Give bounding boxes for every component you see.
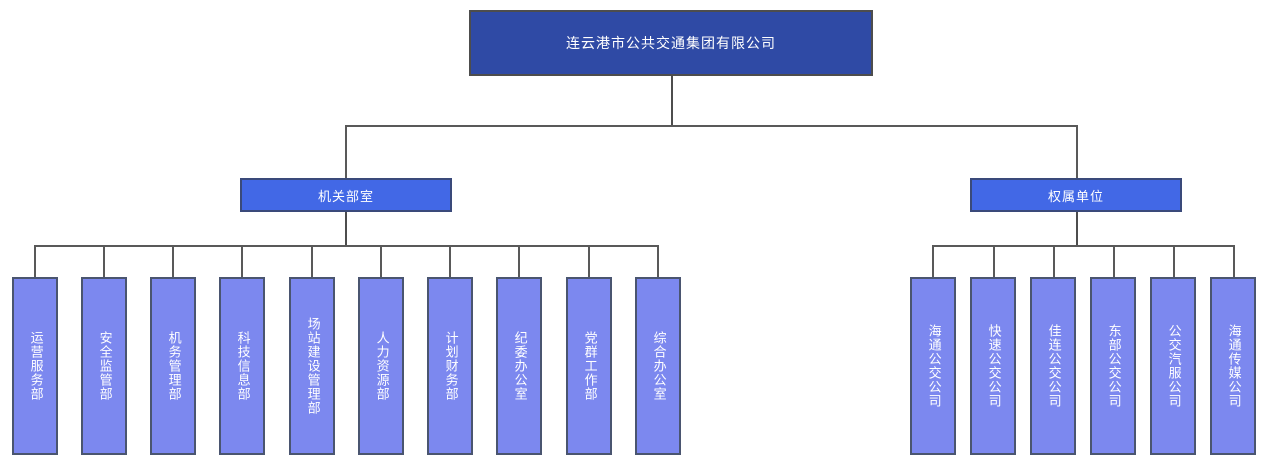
connector-drop-leaf-2 — [103, 245, 105, 277]
node-leaf-1[interactable]: 运营服务部 — [12, 277, 58, 455]
node-leaf-9-label: 党群工作部 — [581, 331, 597, 401]
node-leaf-12-label: 快速公交公司 — [985, 324, 1001, 408]
connector-drop-leaf-6 — [380, 245, 382, 277]
node-group-subsidiary-units[interactable]: 权属单位 — [970, 178, 1182, 212]
connector-drop-leaf-10 — [657, 245, 659, 277]
node-leaf-7-label: 计划财务部 — [442, 331, 458, 401]
node-group-agency-departments[interactable]: 机关部室 — [240, 178, 452, 212]
node-root-label: 连云港市公共交通集团有限公司 — [566, 36, 776, 52]
node-leaf-16-label: 海通传媒公司 — [1225, 324, 1241, 408]
connector-drop-leaf-7 — [449, 245, 451, 277]
connector-drop-leaf-1 — [34, 245, 36, 277]
node-leaf-5[interactable]: 场站建设管理部 — [289, 277, 335, 455]
node-leaf-11-label: 海通公交公司 — [925, 324, 941, 408]
node-leaf-6[interactable]: 人力资源部 — [358, 277, 404, 455]
node-leaf-6-label: 人力资源部 — [373, 331, 389, 401]
node-group-agency-departments-label: 机关部室 — [317, 189, 374, 205]
connector-drop-leaf-14 — [1113, 245, 1115, 277]
node-leaf-13[interactable]: 佳连公交公司 — [1030, 277, 1076, 455]
node-leaf-10[interactable]: 综合办公室 — [635, 277, 681, 455]
connector-stem-agency-departments — [345, 212, 347, 246]
connector-drop-leaf-13 — [1053, 245, 1055, 277]
node-leaf-14-label: 东部公交公司 — [1105, 324, 1121, 408]
connector-drop-leaf-12 — [993, 245, 995, 277]
connector-stem-subsidiary-units — [1076, 212, 1078, 246]
connector-drop-leaf-3 — [172, 245, 174, 277]
connector-drop-leaf-11 — [932, 245, 934, 277]
node-leaf-3-label: 机务管理部 — [165, 331, 181, 401]
connector-drop-leaf-5 — [311, 245, 313, 277]
connector-drop-agency-departments — [345, 125, 347, 178]
node-leaf-5-label: 场站建设管理部 — [304, 317, 320, 415]
connector-drop-leaf-9 — [588, 245, 590, 277]
connector-root-stem — [671, 76, 673, 125]
connector-drop-leaf-15 — [1173, 245, 1175, 277]
node-leaf-16[interactable]: 海通传媒公司 — [1210, 277, 1256, 455]
node-leaf-1-label: 运营服务部 — [27, 331, 43, 401]
node-leaf-11[interactable]: 海通公交公司 — [910, 277, 956, 455]
node-leaf-8[interactable]: 纪委办公室 — [496, 277, 542, 455]
connector-drop-leaf-8 — [518, 245, 520, 277]
node-leaf-13-label: 佳连公交公司 — [1045, 324, 1061, 408]
node-root[interactable]: 连云港市公共交通集团有限公司 — [469, 10, 873, 76]
node-leaf-12[interactable]: 快速公交公司 — [970, 277, 1016, 455]
node-leaf-15-label: 公交汽服公司 — [1165, 324, 1181, 408]
connector-drop-leaf-4 — [241, 245, 243, 277]
node-leaf-7[interactable]: 计划财务部 — [427, 277, 473, 455]
connector-drop-subsidiary-units — [1076, 125, 1078, 178]
connector-drop-leaf-16 — [1233, 245, 1235, 277]
node-leaf-2-label: 安全监管部 — [96, 331, 112, 401]
node-leaf-8-label: 纪委办公室 — [511, 331, 527, 401]
connector-bus-agency-departments — [34, 245, 657, 247]
connector-level1-bus — [345, 125, 1078, 127]
node-leaf-2[interactable]: 安全监管部 — [81, 277, 127, 455]
node-leaf-15[interactable]: 公交汽服公司 — [1150, 277, 1196, 455]
node-group-subsidiary-units-label: 权属单位 — [1047, 189, 1104, 205]
connector-bus-subsidiary-units — [932, 245, 1234, 247]
node-leaf-4-label: 科技信息部 — [234, 331, 250, 401]
node-leaf-4[interactable]: 科技信息部 — [219, 277, 265, 455]
node-leaf-3[interactable]: 机务管理部 — [150, 277, 196, 455]
node-leaf-14[interactable]: 东部公交公司 — [1090, 277, 1136, 455]
node-leaf-9[interactable]: 党群工作部 — [566, 277, 612, 455]
node-leaf-10-label: 综合办公室 — [650, 331, 666, 401]
